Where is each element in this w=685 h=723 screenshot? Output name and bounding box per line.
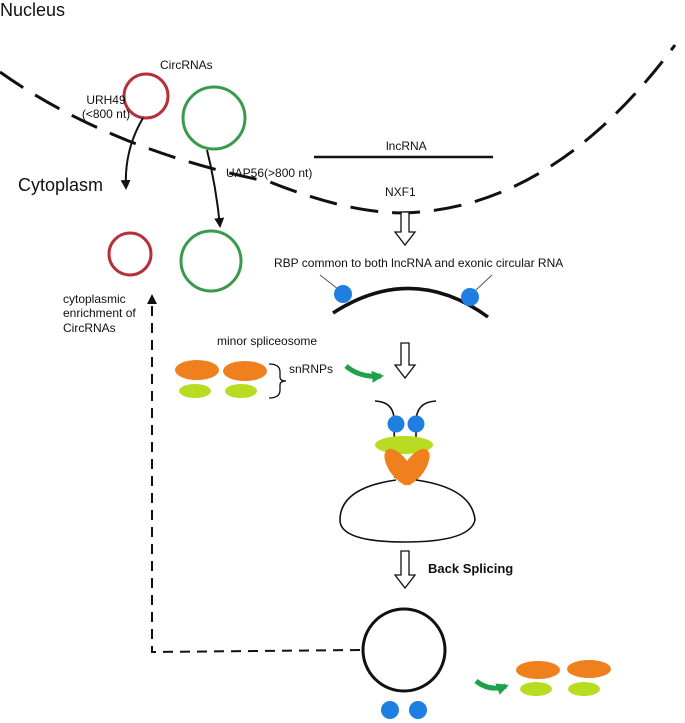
back-splicing-label: Back Splicing	[428, 561, 514, 576]
cytoplasm-label: Cytoplasm	[18, 175, 104, 195]
hollow-arrow-2	[393, 342, 417, 380]
large-circrna-nucleus	[181, 85, 247, 151]
rbp-left	[334, 285, 352, 303]
circrnas-label: CircRNAs	[160, 58, 213, 72]
pre-mrna-loop	[339, 479, 476, 543]
small-circrna-nucleus	[122, 72, 170, 120]
rbp-product-right	[409, 701, 427, 719]
snrnp-lime-released-2	[568, 682, 600, 696]
snrnp-orange-1	[175, 360, 219, 380]
rbp-pointer-right	[475, 274, 493, 291]
lncrna-label: lncRNA	[386, 139, 427, 153]
nuclear-envelope	[0, 44, 677, 215]
minor-spliceosome-label: minor spliceosome	[217, 334, 318, 348]
snrnp-orange-released-2	[567, 660, 611, 678]
green-arrow-splice	[344, 364, 384, 383]
rbp-splice-left	[387, 415, 405, 433]
uap56-export-arrow	[206, 149, 225, 228]
urh49-label: URH49 (<800 nt)	[76, 93, 136, 122]
snrnps-label: snRNPs	[289, 362, 334, 376]
rbp-product-left	[381, 701, 399, 719]
snrnp-lime-released-1	[520, 682, 552, 696]
hollow-arrow-3	[393, 550, 417, 590]
cyto-enrich-line2: enrichment of	[63, 306, 136, 321]
cytoplasm-return-arrow	[147, 294, 361, 654]
cytoplasmic-enrichment-label: cytoplasmic enrichment of CircRNAs	[63, 292, 136, 335]
snrnp-brace	[268, 363, 287, 399]
urh49-size: (<800 nt)	[81, 107, 131, 122]
large-circrna-cytoplasm	[179, 229, 243, 293]
snrnp-lime-1	[179, 384, 211, 398]
rbp-label: RBP common to both lncRNA and exonic cir…	[274, 256, 564, 270]
snrnp-orange-2	[223, 361, 267, 381]
nucleus-label: Nucleus	[0, 0, 66, 20]
rbp-right	[461, 288, 479, 306]
snrnp-orange-released-1	[516, 661, 560, 679]
rbp-pointer-left	[319, 274, 339, 290]
product-circrna	[361, 607, 447, 693]
uap56-label: UAP56(>800 nt)	[226, 166, 313, 180]
cyto-enrich-line1: cytoplasmic	[63, 292, 126, 306]
snrnp-orange-splice-right	[400, 448, 430, 486]
green-arrow-release	[474, 678, 509, 695]
rbp-splice-right	[407, 415, 425, 433]
hollow-arrow-1	[393, 211, 417, 247]
small-circrna-cytoplasm	[107, 231, 153, 277]
snrnp-lime-2	[225, 384, 257, 398]
cyto-enrich-line3: CircRNAs	[63, 320, 116, 335]
urh49-export-arrow	[120, 117, 144, 190]
nxf1-label: NXF1	[385, 185, 416, 199]
urh49-name: URH49	[86, 93, 126, 107]
